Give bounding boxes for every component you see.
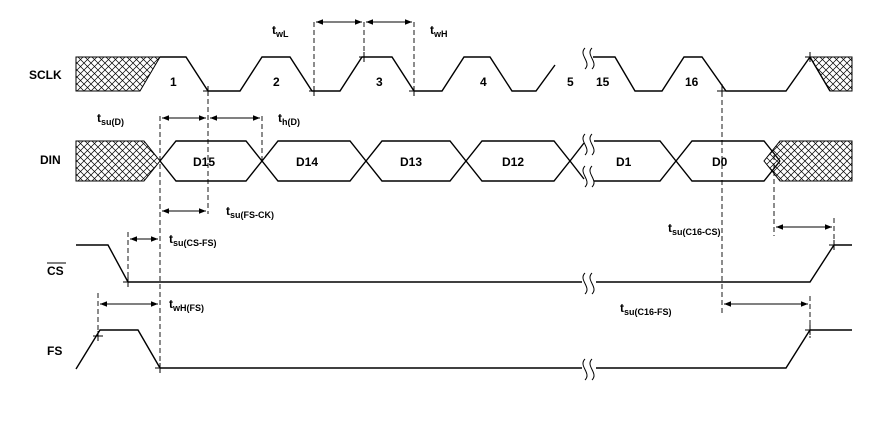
clock-pulse-15: 15	[596, 75, 610, 89]
sclk-line-left	[160, 56, 556, 92]
fs-line-right	[596, 329, 852, 369]
cs-waveform	[76, 244, 852, 295]
din-bus-bottom-right	[594, 159, 781, 182]
fs-break-mark	[582, 358, 595, 381]
data-bit-d12: D12	[502, 155, 524, 169]
din-waveform	[75, 133, 853, 188]
din-dontcare-right	[763, 140, 853, 182]
cs-line-right	[596, 244, 852, 283]
cs-label: CS	[47, 264, 64, 278]
label-tsu-d: tsu(D)	[97, 111, 124, 127]
label-tsu-fs-ck: tsu(FS-CK)	[226, 204, 274, 220]
data-bit-d15: D15	[193, 155, 215, 169]
din-dontcare-left	[75, 140, 161, 182]
data-bit-d1: D1	[616, 155, 632, 169]
transition-ticks	[93, 52, 839, 373]
label-tsu-c16-fs: tsu(C16-FS)	[620, 301, 672, 317]
sclk-line-right	[593, 55, 831, 92]
cs-line-left	[76, 244, 582, 283]
data-bit-d0: D0	[712, 155, 728, 169]
sclk-dontcare-right	[809, 56, 853, 92]
label-twh-fs: twH(FS)	[169, 297, 204, 313]
din-break-mark	[582, 133, 595, 188]
din-bus-top-left	[159, 140, 585, 163]
din-label: DIN	[40, 153, 61, 167]
data-bit-d14: D14	[296, 155, 318, 169]
clock-pulse-1: 1	[170, 75, 177, 89]
din-bus-bottom-left	[159, 159, 585, 182]
cs-label-group: CS	[47, 262, 66, 278]
reference-lines	[97, 22, 835, 370]
data-bit-d13: D13	[400, 155, 422, 169]
label-twh: twH	[430, 23, 448, 39]
clock-pulse-3: 3	[376, 75, 383, 89]
clock-pulse-2: 2	[273, 75, 280, 89]
clock-pulse-5: 5	[567, 75, 574, 89]
din-bus-top-right	[594, 140, 781, 163]
clock-pulse-16: 16	[685, 75, 699, 89]
fs-label: FS	[47, 344, 62, 358]
timing-arrows	[100, 19, 832, 307]
fs-waveform	[75, 329, 852, 381]
sclk-waveform	[75, 47, 853, 92]
label-twl: twL	[272, 23, 289, 39]
cs-break-mark	[582, 272, 595, 295]
label-tsu-c16-cs: tsu(C16-CS)	[668, 221, 721, 237]
fs-line-left	[75, 329, 582, 370]
label-tsu-cs-fs: tsu(CS-FS)	[169, 232, 217, 248]
sclk-dontcare-left	[75, 56, 161, 92]
sclk-label: SCLK	[29, 68, 62, 82]
sclk-break-mark	[582, 47, 595, 70]
label-th-d: th(D)	[278, 111, 300, 127]
clock-pulse-4: 4	[480, 75, 487, 89]
